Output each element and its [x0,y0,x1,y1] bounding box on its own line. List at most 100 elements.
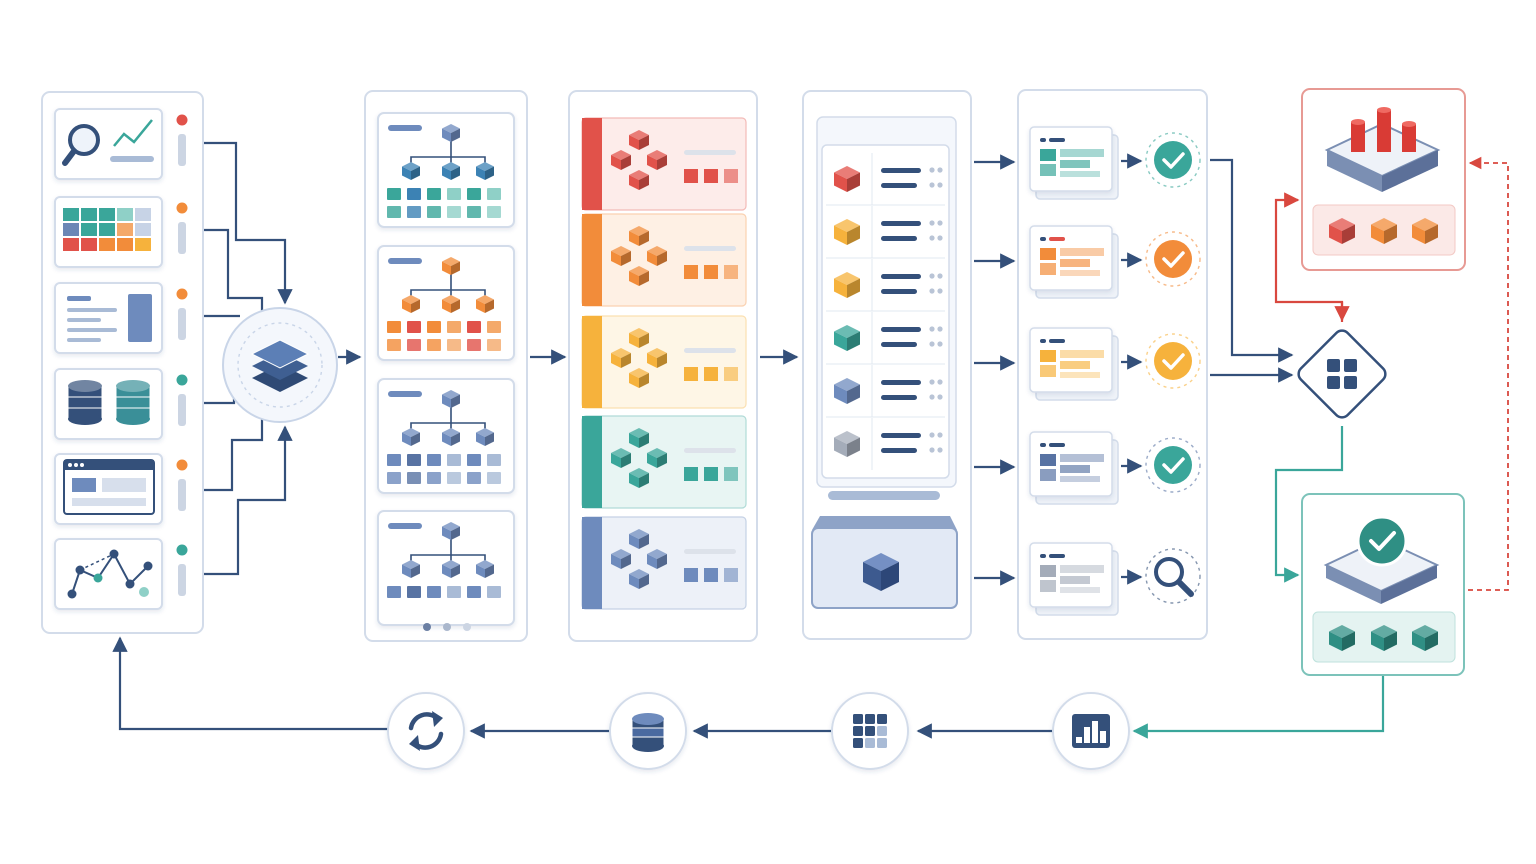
page-dot-1[interactable] [423,623,431,631]
leaf-cell [407,339,421,351]
queue-line [881,289,917,294]
tree-child-cube [442,428,460,446]
leaf-cell [467,586,481,598]
queue-scrollbar[interactable] [828,491,940,500]
report-line [1060,465,1090,473]
queue-dot [937,273,943,279]
output-cube [1371,625,1397,651]
queue-dot [929,379,935,385]
report-swatch [1040,469,1056,481]
output-cube [1412,218,1438,244]
cube-icon [863,553,899,591]
leaf-cell [407,321,421,333]
page-dot-3[interactable] [463,623,471,631]
check-icon [1145,132,1201,188]
report-card[interactable] [1029,542,1201,616]
queue-item[interactable] [826,363,945,417]
cluster-cube [647,150,667,170]
queue-line [881,168,921,173]
queue-item[interactable] [826,257,945,311]
leaf-cell [427,188,441,200]
cluster-label-bar [684,448,736,453]
leaf-cell [467,206,481,218]
leaf-cell [407,472,421,484]
cluster-card[interactable] [581,213,747,307]
leaf-cell [447,472,461,484]
decision-node[interactable] [1295,327,1388,420]
cluster-label-bar [684,150,736,155]
hierarchy-title-bar [388,523,422,529]
queue-bin [811,516,958,609]
report-card[interactable] [1029,225,1201,299]
leaf-cell [447,586,461,598]
cluster-card[interactable] [581,516,747,610]
status-bar [178,394,186,426]
heatmap-table-icon [63,208,151,251]
report-line [1060,171,1100,177]
source-card[interactable] [54,282,188,354]
page-dot-2[interactable] [443,623,451,631]
feedback-loop [387,692,1130,770]
database-icon [631,713,665,752]
leaf-cell [447,321,461,333]
leaf-cell [487,339,501,351]
report-line [1060,361,1090,369]
cluster-swatch [684,568,698,582]
tree-root-cube [442,522,460,540]
source-card[interactable] [54,538,188,610]
cluster-swatch [684,169,698,183]
report-swatch [1040,263,1056,275]
leaf-cell [387,586,401,598]
hierarchy-card[interactable] [377,112,515,228]
hierarchy-title-bar [388,125,422,131]
report-line [1060,160,1090,168]
source-card[interactable] [54,108,188,180]
cluster-swatch [724,265,738,279]
feedback-node[interactable] [1052,692,1130,770]
report-card[interactable] [1029,126,1201,200]
report-card[interactable] [1029,327,1201,401]
report-card[interactable] [1029,431,1201,505]
leaf-cell [467,321,481,333]
feedback-node[interactable] [831,692,909,770]
cluster-card[interactable] [581,415,747,509]
check-icon [1145,333,1201,389]
status-bar [178,134,186,166]
queue-item[interactable] [826,416,945,470]
cluster-color-stripe [582,118,602,210]
source-card[interactable] [54,196,188,268]
cluster-color-stripe [582,416,602,508]
queue-line [881,448,917,453]
leaf-cell [467,472,481,484]
cluster-swatch [704,568,718,582]
queue-item[interactable] [826,204,945,258]
cluster-card[interactable] [581,117,747,211]
cluster-card[interactable] [581,315,747,409]
report-line [1060,270,1100,276]
report-line [1060,454,1104,462]
source-card[interactable] [54,453,188,525]
cluster-cube [629,226,649,246]
hierarchy-card[interactable] [377,510,515,626]
queue-to-report-arrows [974,154,1016,586]
queue-item[interactable] [826,310,945,364]
queue-dot [929,273,935,279]
connector-source-1 [204,141,293,305]
report-line [1060,149,1104,157]
status-bar [178,564,186,596]
leaf-cell [387,206,401,218]
output-panel-red [1301,88,1466,271]
tree-child-cube [442,162,460,180]
cube-cluster-icon [611,130,667,190]
queue-cube [834,272,860,298]
source-card[interactable] [54,368,188,440]
report-line [1060,248,1104,256]
feedback-node[interactable] [609,692,687,770]
hierarchy-card[interactable] [377,245,515,361]
feedback-node[interactable] [387,692,465,770]
queue-dot [937,432,943,438]
queue-item[interactable] [834,153,943,205]
hierarchy-card[interactable] [377,378,515,494]
leaf-cell [447,206,461,218]
